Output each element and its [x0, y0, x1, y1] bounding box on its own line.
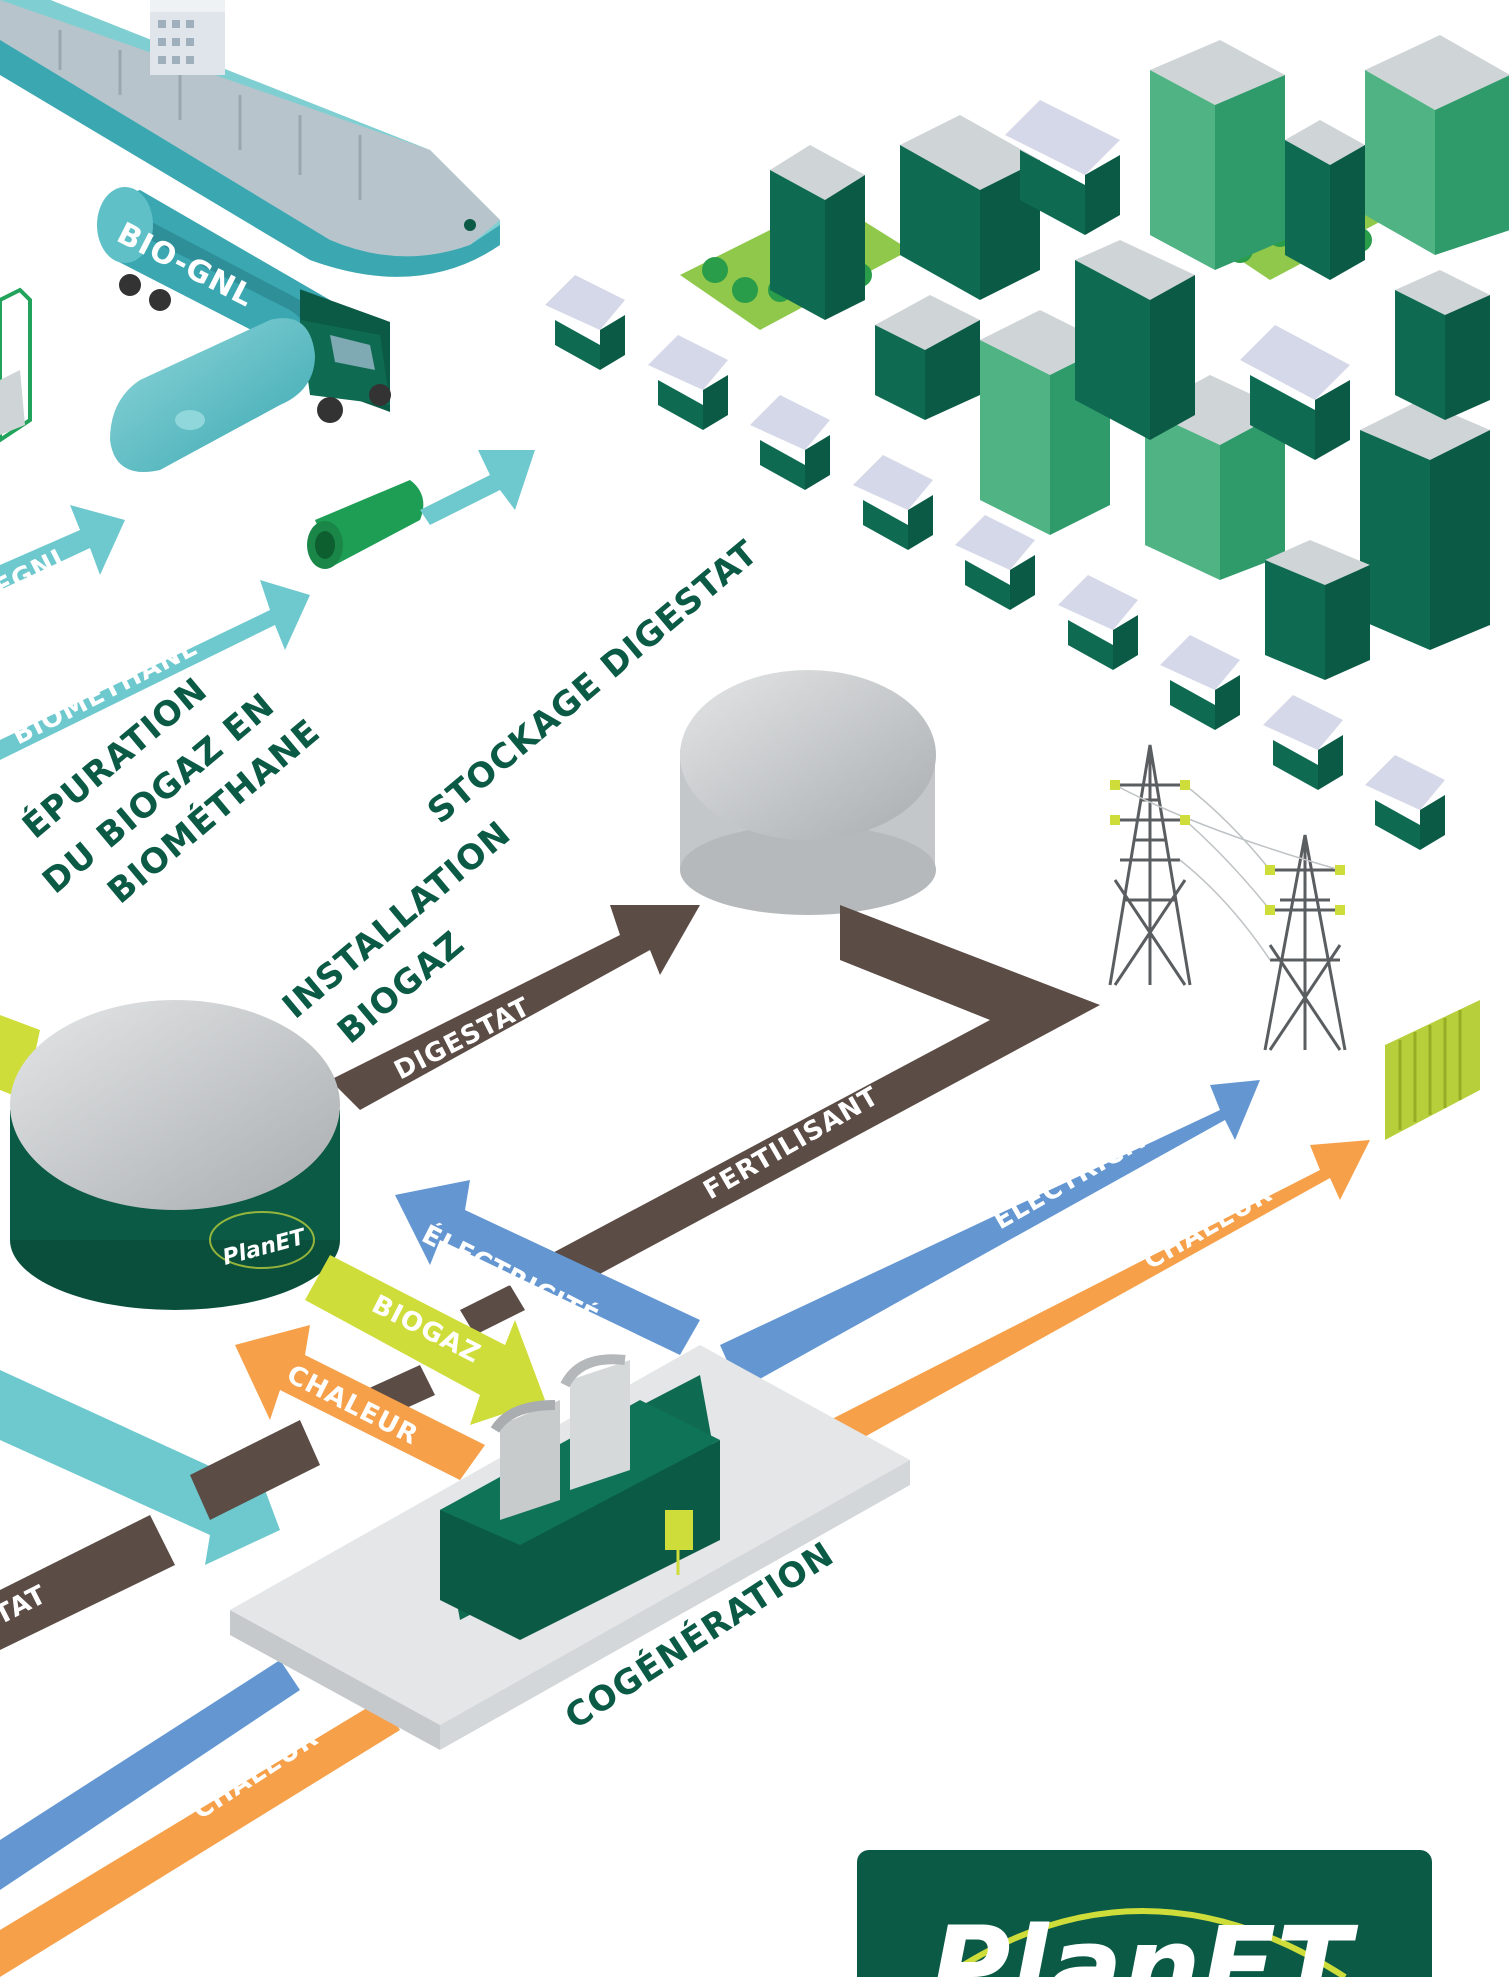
office-block-6: [1360, 400, 1490, 650]
office-block-2: [900, 115, 1040, 300]
arrow-to-city: [420, 450, 535, 525]
electricite-right-label: ÉLECTRICITÉ: [988, 1111, 1172, 1236]
pipe-section: [307, 480, 424, 569]
office-block-5: [1075, 240, 1195, 440]
pylon-insulators: [1110, 780, 1345, 915]
office-block-3: [875, 295, 980, 420]
digestat-storage-dome: [680, 670, 936, 915]
logo-brand-text: PlanET: [930, 1903, 1359, 1977]
office-block-7: [1265, 540, 1370, 680]
fertilisant-label: FERTILISANT: [699, 1081, 885, 1206]
cogeneration-unit: [230, 1345, 910, 1750]
tower-1: [1150, 40, 1285, 270]
power-lines: [1114, 784, 1341, 961]
main-digester: PlanET: [10, 1000, 340, 1310]
tower-2: [1365, 35, 1509, 255]
gas-storage-tank: [110, 318, 315, 472]
planet-logo-box: PlanET: [857, 1850, 1432, 1981]
office-block-8: [1395, 270, 1490, 420]
houses: [545, 100, 1445, 850]
arrow-tat: TAT: [0, 1285, 525, 1650]
power-pylons: [1108, 744, 1347, 1051]
office-block-4: [1285, 120, 1365, 280]
cargo-ship: [0, 0, 500, 277]
lime-input-strip: [0, 1015, 40, 1100]
radiator: [1385, 1000, 1480, 1140]
city-block: [545, 35, 1509, 850]
chaleur-right-label: CHALEUR: [1139, 1178, 1278, 1276]
tower-4: [1145, 375, 1285, 580]
office-block-1: [770, 145, 865, 320]
digestat-label: DIGESTAT: [390, 992, 536, 1086]
arrow-egnl: EGNL: [0, 505, 125, 604]
fuel-station-partial: [0, 287, 32, 443]
